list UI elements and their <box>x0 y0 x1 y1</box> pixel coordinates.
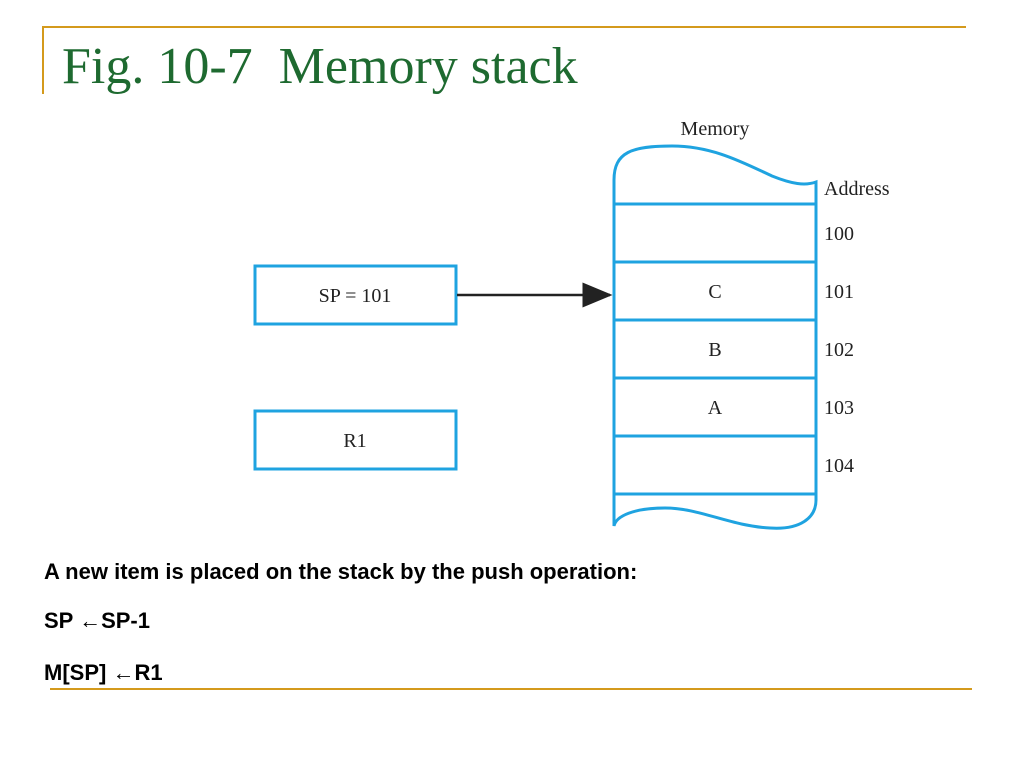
memory-cell-content: A <box>708 397 723 419</box>
memory-label: Memory <box>681 118 750 140</box>
slide-title: Fig. 10-7 Memory stack <box>62 38 578 95</box>
r1-register-label: R1 <box>343 430 366 452</box>
title-accent-horizontal-bar <box>42 26 966 28</box>
memory-column-outline <box>612 144 818 530</box>
r1-register-box <box>253 409 458 471</box>
memory-address: 103 <box>824 397 854 419</box>
push-step-store-r1: M[SP] ←R1 <box>44 660 163 685</box>
memory-address: 104 <box>824 455 854 477</box>
sp-register-label: SP = 101 <box>319 285 392 307</box>
sp-register-box <box>253 264 458 326</box>
push-step-decrement-sp: SP ←SP-1 <box>44 608 150 633</box>
memory-address: 100 <box>824 223 854 245</box>
title-accent-vertical-bar <box>42 26 44 94</box>
bottom-accent-bar <box>50 688 972 690</box>
memory-address: 102 <box>824 339 854 361</box>
push-description-text: A new item is placed on the stack by the… <box>44 559 638 584</box>
memory-cell-content: B <box>708 339 721 361</box>
address-label: Address <box>824 178 890 200</box>
memory-address: 101 <box>824 281 854 303</box>
memory-cell-content: C <box>708 281 721 303</box>
